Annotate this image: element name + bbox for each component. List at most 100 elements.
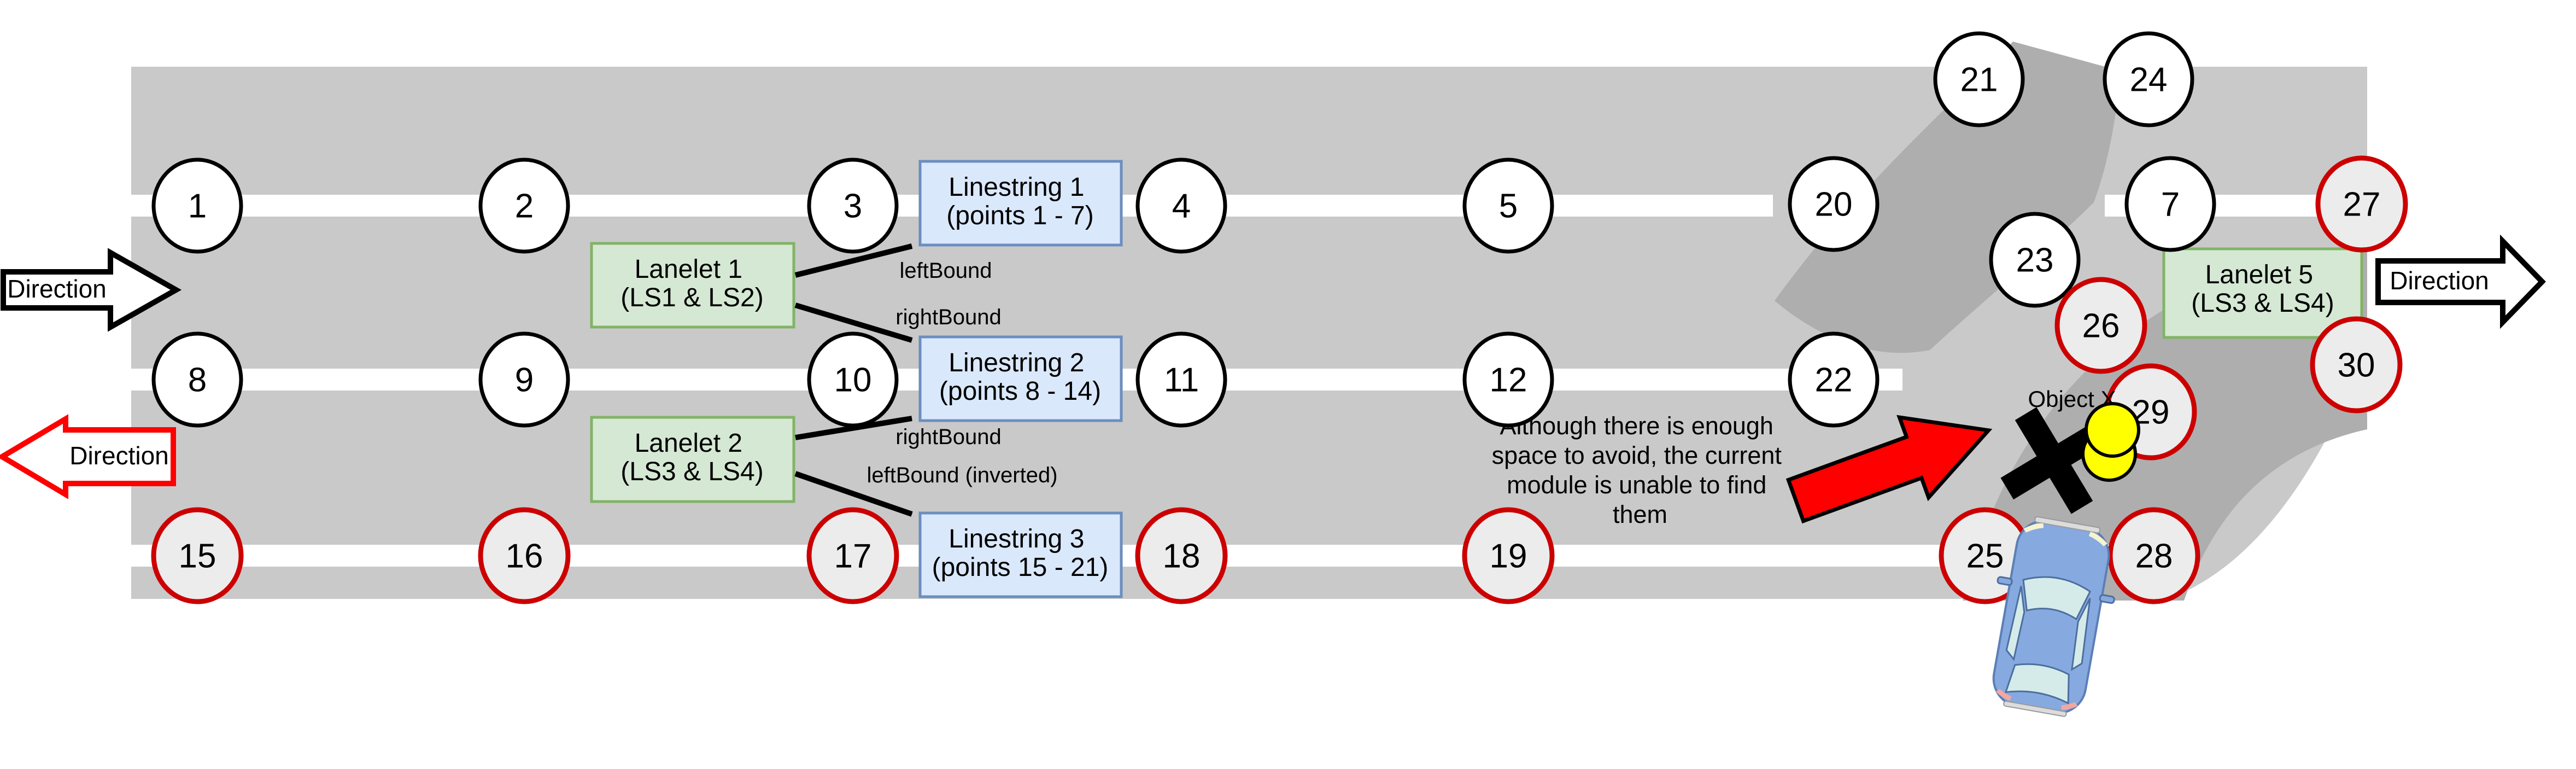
point-circle-4 xyxy=(1135,158,1227,254)
direction-arrow-right: Direction xyxy=(2375,234,2546,329)
point-number-5: 5 xyxy=(1499,188,1518,225)
linestring2-box: Linestring 2 (points 8 - 14) xyxy=(918,335,1123,422)
point-circle-26 xyxy=(2054,277,2147,374)
car-left-taillight xyxy=(1995,689,2012,701)
right-arrow-shape xyxy=(2375,234,2546,329)
point-24: 24 xyxy=(2103,31,2194,127)
point-number-27: 27 xyxy=(2343,186,2381,224)
red-arrow-shape xyxy=(1785,415,1993,524)
car-windshield xyxy=(2022,576,2092,621)
road-bottom-right-cutout xyxy=(2165,350,2367,600)
annotation-line1: Although there is enough xyxy=(1500,412,1773,440)
lanelet5-rect xyxy=(2162,247,2363,339)
lanelet1-leftbound-arrow xyxy=(794,243,913,278)
direction-label: Direction xyxy=(7,275,107,303)
point-1: 1 xyxy=(151,158,243,254)
point-circle-24 xyxy=(2103,31,2194,127)
point-circle-9 xyxy=(478,331,570,428)
point-circle-12 xyxy=(1462,331,1554,428)
point-30: 30 xyxy=(2310,316,2403,413)
point-circle-8 xyxy=(151,331,243,428)
annotation-text: Although there is enough space to avoid,… xyxy=(1492,412,1789,528)
point-10: 10 xyxy=(807,331,899,428)
linestring2-label: Linestring 2 (points 8 - 14) xyxy=(939,348,1101,406)
point-26: 26 xyxy=(2054,277,2147,374)
lanelet2-leftbound-arrow xyxy=(794,471,913,517)
point-21: 21 xyxy=(1933,31,2025,127)
lanelet1-rect xyxy=(590,242,795,329)
linestring1-label: Linestring 1 (points 1 - 7) xyxy=(946,173,1093,230)
point-7: 7 xyxy=(2124,156,2216,252)
point-circle-28 xyxy=(2107,507,2200,604)
point-number-12: 12 xyxy=(1490,362,1527,399)
car-left-windows xyxy=(2005,586,2025,661)
linestring3-line1: Linestring 3 xyxy=(949,525,1084,554)
linestring1-line2: (points 1 - 7) xyxy=(946,201,1093,230)
direction-label: Direction xyxy=(69,441,169,470)
point-number-3: 3 xyxy=(844,188,862,225)
point-number-30: 30 xyxy=(2338,347,2375,384)
x-bar-2 xyxy=(2000,421,2107,500)
point-8: 8 xyxy=(151,331,243,428)
point-11: 11 xyxy=(1135,331,1227,428)
linestring1-line1: Linestring 1 xyxy=(949,173,1084,202)
lanelet2-label: Lanelet 2 (LS3 & LS4) xyxy=(620,429,763,486)
left-arrow-shape xyxy=(0,414,176,499)
point-number-9: 9 xyxy=(515,362,534,399)
point-circle-22 xyxy=(1788,331,1880,428)
point-19: 19 xyxy=(1462,507,1555,604)
car-right-headlight xyxy=(2088,532,2107,546)
lanelet1-line2: (LS1 & LS2) xyxy=(620,283,763,312)
point-circle-11 xyxy=(1135,331,1227,428)
car-left-mirror xyxy=(1997,576,2013,586)
direction-arrow-bottom-left: Direction xyxy=(0,414,176,499)
direction-label: Direction xyxy=(2390,266,2489,295)
point-20: 20 xyxy=(1788,156,1880,252)
point-9: 9 xyxy=(478,331,570,428)
branch-road-upper xyxy=(1775,42,2121,353)
point-number-20: 20 xyxy=(1815,186,1853,224)
car-rear-bumper xyxy=(2003,701,2067,717)
point-number-1: 1 xyxy=(188,188,207,225)
point-number-8: 8 xyxy=(188,362,207,399)
linestring3-line2: (points 15 - 21) xyxy=(932,553,1109,582)
car-right-windows xyxy=(2071,598,2091,671)
point-3: 3 xyxy=(807,158,899,254)
bound-arrows: leftBound rightBound rightBound leftBoun… xyxy=(794,243,1058,517)
point-circle-21 xyxy=(1933,31,2025,127)
lanelet5-line2: (LS3 & LS4) xyxy=(2191,289,2334,318)
point-number-10: 10 xyxy=(834,362,872,399)
direction-arrow-top-left: Direction xyxy=(1,248,182,332)
cylinder-top xyxy=(2085,402,2140,458)
point-circle-7 xyxy=(2124,156,2216,252)
point-circle-16 xyxy=(478,507,571,604)
point-12: 12 xyxy=(1462,331,1554,428)
point-circle-3 xyxy=(807,158,899,254)
point-number-17: 17 xyxy=(834,538,872,575)
point-circle-27 xyxy=(2315,155,2408,253)
rightbound-label-2: rightBound xyxy=(895,425,1001,449)
point-number-23: 23 xyxy=(2016,242,2054,279)
lanelet5-box: Lanelet 5 (LS3 & LS4) xyxy=(2162,247,2363,339)
linestring2-rect xyxy=(918,335,1123,422)
point-circle-17 xyxy=(806,507,899,604)
point-circle-20 xyxy=(1788,156,1880,252)
point-number-22: 22 xyxy=(1815,362,1853,399)
car-right-mirror xyxy=(2099,594,2115,604)
annotation-line4: them xyxy=(1613,500,1667,528)
lanelet5-line1: Lanelet 5 xyxy=(2205,260,2314,289)
point-27: 27 xyxy=(2315,155,2408,253)
lanelet1-box: Lanelet 1 (LS1 & LS2) xyxy=(590,242,795,329)
point-4: 4 xyxy=(1135,158,1227,254)
point-16: 16 xyxy=(478,507,571,604)
ego-car xyxy=(1992,516,2115,717)
point-number-4: 4 xyxy=(1172,188,1191,225)
point-circle-18 xyxy=(1135,507,1228,604)
linestring3-box: Linestring 3 (points 15 - 21) xyxy=(918,511,1123,598)
lanelet1-label: Lanelet 1 (LS1 & LS2) xyxy=(620,255,763,312)
linestring3-label: Linestring 3 (points 15 - 21) xyxy=(932,525,1109,582)
point-number-25: 25 xyxy=(1966,538,2004,575)
linestring1-rect xyxy=(918,160,1123,247)
